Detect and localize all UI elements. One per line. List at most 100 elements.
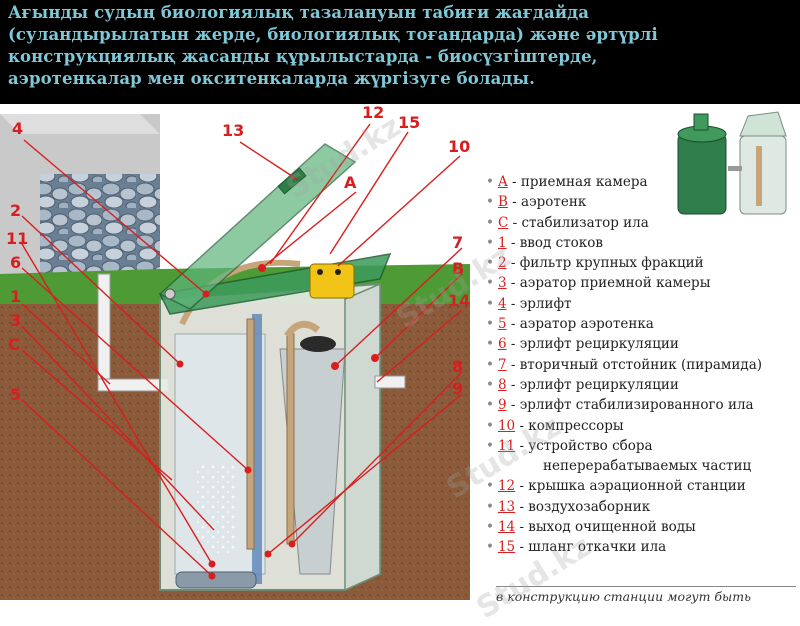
thumb-air-intake	[693, 113, 709, 131]
legend-text: - аэратор аэротенка	[506, 316, 654, 333]
legend-code: 6	[497, 336, 507, 353]
label-A: A	[344, 173, 357, 192]
legend-code: 11	[497, 437, 516, 454]
blue-divider	[252, 314, 262, 584]
air-intake	[277, 167, 307, 195]
bottom-aerator-pipe	[175, 571, 257, 589]
thumb-inner-pipe	[756, 146, 762, 206]
legend-code: 10	[497, 417, 516, 434]
legend-item: •4 - эрлифт	[486, 294, 800, 314]
legend-text: - вторичный отстойник (пирамида)	[506, 356, 763, 373]
bullet-icon: •	[486, 214, 494, 231]
legend-item: •15 - шланг откачки ила	[486, 537, 800, 557]
legend-item: •C - стабилизатор ила	[486, 213, 800, 233]
compressors	[309, 263, 355, 299]
leader-lines	[21, 123, 463, 577]
title-line-1: Ағынды судың биологиялық тазалануын таби…	[8, 3, 590, 22]
legend-item: •14 - выход очищенной воды	[486, 517, 800, 537]
compressor-knob-1	[317, 269, 323, 275]
bullet-icon: •	[486, 376, 494, 393]
bullet-icon: •	[486, 397, 494, 414]
bullet-icon: •	[486, 437, 494, 454]
legend-item: •12 - крышка аэрационной станции	[486, 476, 800, 496]
legend-text: - эрлифт рециркуляции	[506, 376, 679, 393]
legend-text-continued: неперерабатываемых частиц	[543, 458, 752, 475]
legend-text: - устройство сбора	[515, 437, 653, 454]
legend-text: - аэратор приемной камеры	[506, 275, 711, 292]
legend-code: A	[497, 174, 508, 190]
legend-item: •8 - эрлифт рециркуляции	[486, 375, 800, 395]
legend-text: - компрессоры	[515, 417, 624, 434]
label-B: B	[452, 259, 464, 278]
legend-code: 5	[497, 316, 507, 333]
legend-code: 7	[497, 356, 507, 373]
legend-text: - фильтр крупных фракций	[506, 255, 704, 272]
title-line-2: (суландырылатын жерде, биологиялық тоған…	[8, 25, 658, 44]
bullet-icon: •	[486, 498, 494, 515]
legend-item: •11 - устройство сбора неперерабатываемых…	[486, 436, 800, 477]
bullet-icon: •	[486, 234, 494, 251]
legend-item: •9 - эрлифт стабилизированного ила	[486, 395, 800, 415]
bullet-icon: •	[486, 255, 494, 272]
label-15: 15	[398, 113, 420, 132]
bullet-icon: •	[486, 478, 494, 495]
legend-text: - крышка аэрационной станции	[515, 478, 746, 495]
legend-text: - шланг откачки ила	[515, 539, 667, 556]
legend-text: - воздухозаборник	[515, 498, 651, 515]
airlift-pipe-2	[286, 333, 295, 545]
legend-item: •2 - фильтр крупных фракций	[486, 253, 800, 273]
airlift-pipe-1	[246, 318, 255, 550]
legend-item: •3 - аэратор приемной камеры	[486, 273, 800, 293]
label-C: C	[8, 335, 20, 354]
bullet-icon: •	[486, 174, 494, 190]
label-10: 10	[448, 137, 470, 156]
legend-text: - стабилизатор ила	[508, 214, 649, 231]
station-lid-open	[158, 143, 357, 310]
compressor-knob-2	[335, 269, 341, 275]
label-13: 13	[222, 121, 244, 140]
leader-dots	[176, 264, 379, 580]
label-3: 3	[10, 311, 21, 330]
settler-opening	[300, 336, 336, 352]
legend-item: •5 - аэратор аэротенка	[486, 314, 800, 334]
bullet-icon: •	[486, 539, 494, 556]
legend-text: - аэротенк	[507, 194, 587, 211]
legend-item: •6 - эрлифт рециркуляции	[486, 334, 800, 354]
legend-text: - эрлифт рециркуляции	[506, 336, 679, 353]
label-5: 5	[10, 385, 21, 404]
label-9: 9	[452, 379, 463, 398]
legend-text: - выход очищенной воды	[515, 519, 696, 536]
legend-text: - приемная камера	[507, 174, 648, 190]
legend-item: •7 - вторичный отстойник (пирамида)	[486, 355, 800, 375]
legend-code: 15	[497, 539, 516, 556]
legend-item: •10 - компрессоры	[486, 416, 800, 436]
label-11: 11	[6, 229, 28, 248]
bullet-icon: •	[486, 519, 494, 536]
title-banner: Ағынды судың биологиялық тазалануын таби…	[0, 0, 800, 104]
legend-code: 8	[497, 376, 507, 393]
bullet-icon: •	[486, 336, 494, 353]
sludge-hose	[284, 320, 321, 339]
legend-code: 2	[497, 255, 507, 272]
lid-hinge	[164, 288, 176, 300]
tank-side	[344, 282, 381, 592]
title-line-3: конструкциялық жасанды құрылыстарда - би…	[8, 47, 598, 66]
inlet-pipe-vertical	[97, 273, 111, 390]
label-1: 1	[10, 287, 21, 306]
station-thumbnail	[677, 111, 787, 215]
outlet-pipe	[374, 375, 406, 389]
legend-code: C	[497, 214, 509, 231]
legend-code: 3	[497, 275, 507, 292]
legend-text: - эрлифт стабилизированного ила	[506, 397, 754, 414]
bullet-icon: •	[486, 316, 494, 333]
thumb-lid-open	[739, 111, 787, 137]
legend-text: - эрлифт	[506, 295, 572, 312]
label-6: 6	[10, 253, 21, 272]
bullet-icon: •	[486, 417, 494, 434]
bullet-icon: •	[486, 275, 494, 292]
label-2: 2	[10, 201, 21, 220]
footer-note: в конструкцию станции могут быть	[496, 586, 796, 604]
legend-item: •A - приемная камера	[486, 172, 800, 192]
label-12: 12	[362, 104, 384, 122]
label-8: 8	[452, 357, 463, 376]
